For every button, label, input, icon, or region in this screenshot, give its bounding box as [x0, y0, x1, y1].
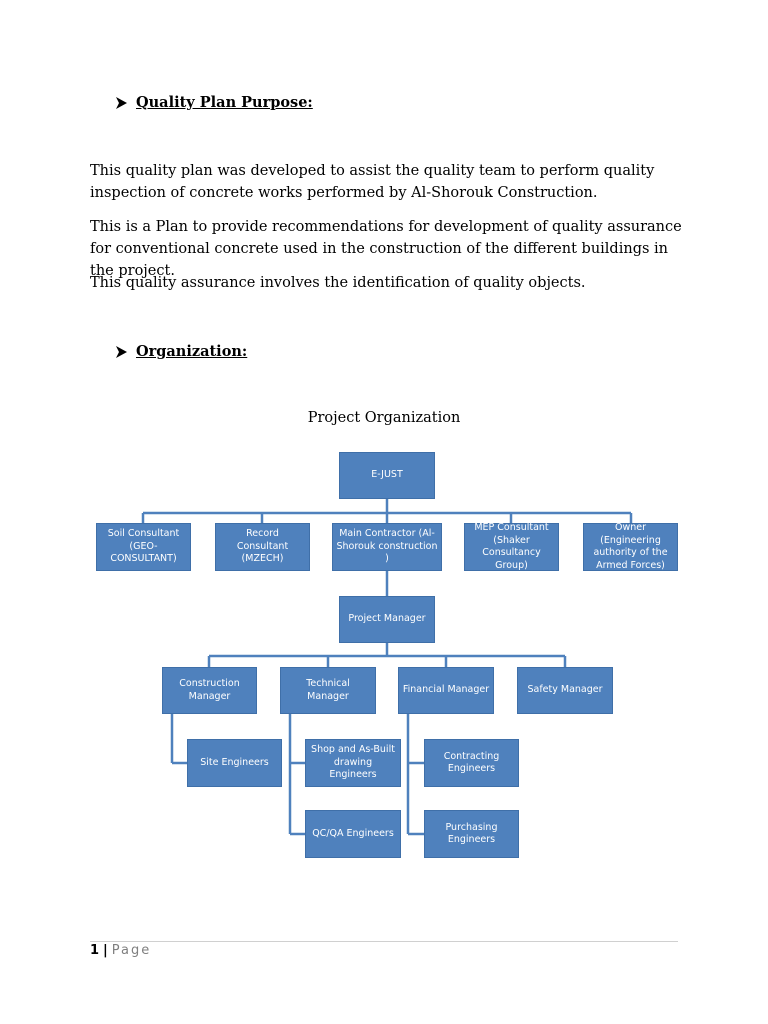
org-box-owner: Owner (Engineering authority of the Arme… — [583, 522, 678, 571]
org-box-contracting-engineers: Contracting Engineers — [424, 739, 519, 787]
org-box-main-contractor: Main Contractor (Al-Shorouk construction… — [332, 523, 442, 571]
org-box-financial-manager: Financial Manager — [398, 667, 494, 714]
org-box-safety-manager: Safety Manager — [517, 667, 613, 714]
page-label: Page — [111, 943, 152, 958]
section-heading-organization: Organization: — [114, 343, 247, 360]
arrow-bullet-icon — [116, 96, 127, 109]
org-box-project-manager: Project Manager — [339, 596, 435, 643]
section-title-organization: Organization: — [136, 343, 248, 360]
page-number: 1 — [90, 943, 100, 958]
org-box-shop-drawing-engineers: Shop and As-Built drawing Engineers — [305, 739, 401, 787]
org-box-record-consultant: Record Consultant (MZECH) — [215, 523, 310, 571]
org-box-soil-consultant: Soil Consultant (GEO-CONSULTANT) — [96, 523, 191, 571]
footer-separator: | — [103, 943, 108, 958]
org-box-technical-manager: Technical Manager — [280, 667, 376, 714]
org-box-mep-consultant: MEP Consultant (Shaker Consultancy Group… — [464, 522, 559, 571]
paragraph-2: This is a Plan to provide recommendation… — [90, 219, 682, 279]
page-footer: 1|Page — [90, 943, 151, 958]
section-heading-purpose: Quality Plan Purpose: — [114, 94, 313, 111]
paragraph-1: This quality plan was developed to assis… — [90, 163, 655, 201]
org-box-construction-manager: Construction Manager — [162, 667, 257, 714]
org-box-qc-qa-engineers: QC/QA Engineers — [305, 810, 401, 858]
paragraph-3: This quality assurance involves the iden… — [90, 275, 586, 291]
section-title-purpose: Quality Plan Purpose: — [136, 94, 313, 111]
org-box-site-engineers: Site Engineers — [187, 739, 282, 787]
org-chart-title: Project Organization — [307, 410, 461, 426]
org-box-e-just: E-JUST — [339, 452, 435, 499]
org-box-purchasing-engineers: Purchasing Engineers — [424, 810, 519, 858]
arrow-bullet-icon — [116, 345, 127, 358]
footer-divider — [90, 941, 678, 942]
